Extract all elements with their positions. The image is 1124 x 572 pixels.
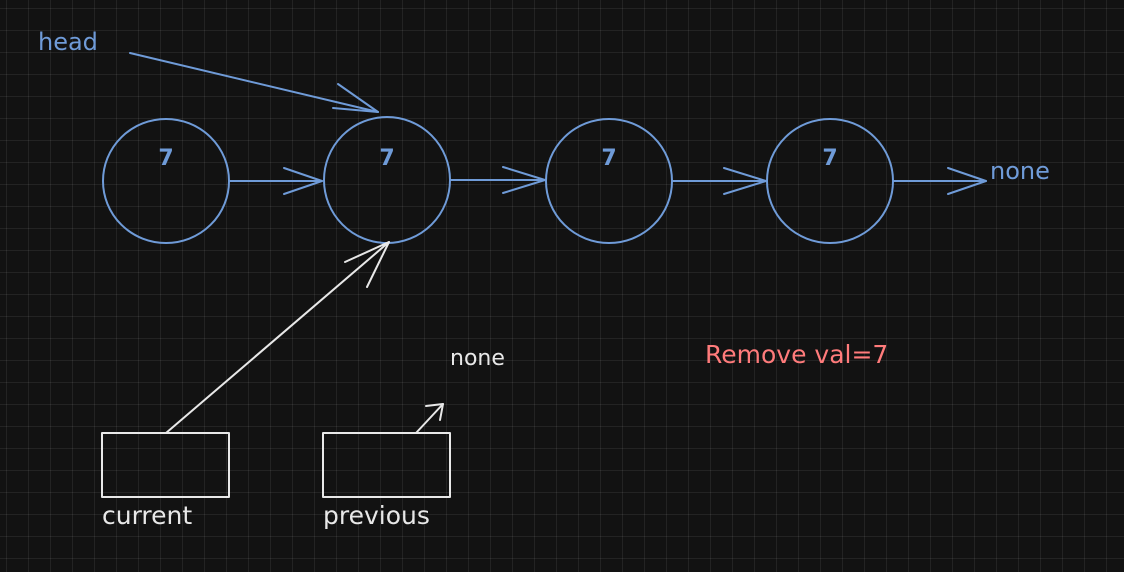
next-arrow-1-head [283,167,323,195]
previous-arrow-head [425,403,444,421]
previous-box [322,432,451,498]
next-arrow-3-head [723,167,767,195]
remove-val-note: Remove val=7 [705,340,889,369]
head-arrow-head [332,83,379,113]
head-label: head [38,28,98,56]
previous-arrow [415,403,444,434]
list-node-2-value: 7 [379,146,395,171]
current-arrow [165,241,390,434]
previous-label: previous [323,501,430,530]
list-node-3-value: 7 [601,146,617,171]
list-node-3-circle [545,118,673,244]
list-node-4-circle [766,118,894,244]
list-node-2-circle [323,116,451,244]
list-node-1-circle [102,118,230,244]
list-node-4-value: 7 [822,146,838,171]
previous-none-label: none [450,346,505,371]
tail-arrow-head [947,167,987,195]
head-arrow [129,52,379,113]
next-arrow-2-head [502,166,546,194]
current-box [101,432,230,498]
current-label: current [102,501,193,530]
list-node-1-value: 7 [158,146,174,171]
current-arrow-head [344,241,390,288]
tail-none-label: none [990,157,1050,185]
